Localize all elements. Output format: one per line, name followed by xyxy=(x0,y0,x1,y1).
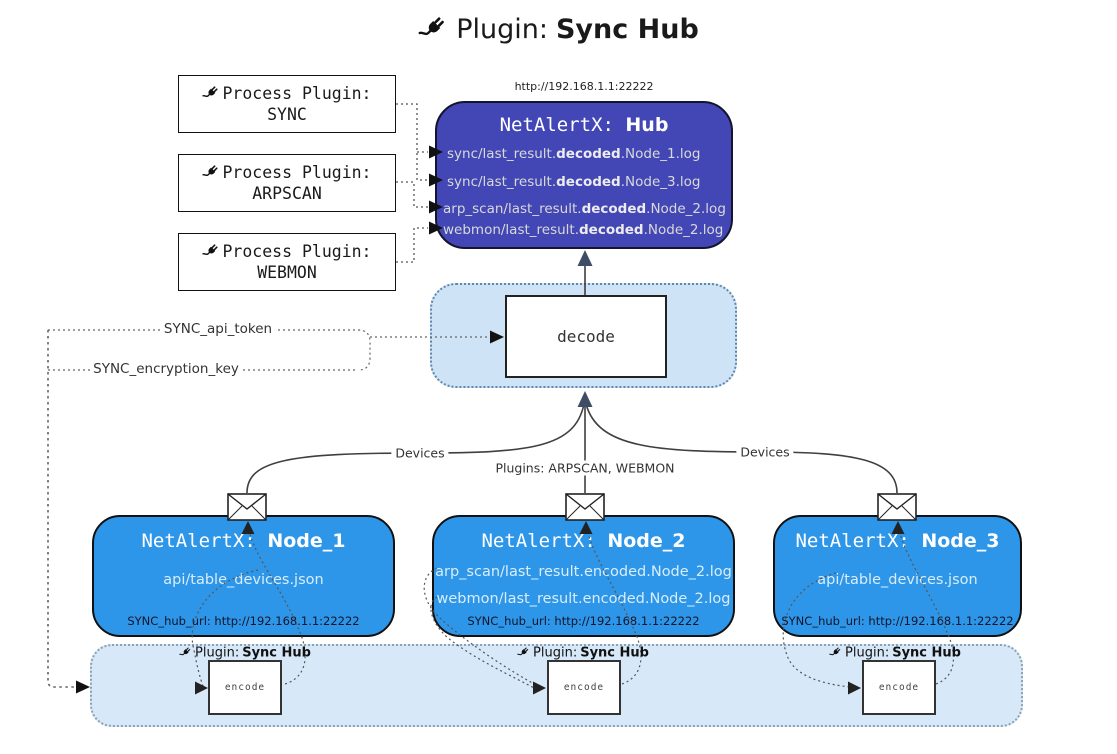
devices-label-left: Devices xyxy=(391,445,449,461)
encode-plugin-label: Plugin: Sync Hub xyxy=(517,646,649,661)
encode-box: encode xyxy=(862,660,936,715)
node-file: arp_scan/last_result.encoded.Node_2.log xyxy=(435,564,732,580)
hub-title-name: Hub xyxy=(625,114,669,136)
node-title: NetAlertX: Node_3 xyxy=(795,530,1000,552)
process-plugin-arpscan: Process Plugin: ARPSCAN xyxy=(178,154,396,212)
node-3-box: NetAlertX: Node_3 api/table_devices.json… xyxy=(773,515,1022,637)
node-file: api/table_devices.json xyxy=(163,572,324,588)
process-plugin-sync: Process Plugin: SYNC xyxy=(178,75,396,133)
plug-icon xyxy=(517,647,530,660)
process-plugin-name: SYNC xyxy=(267,105,307,124)
hub-log-line: arp_scan/last_result.decoded.Node_2.log xyxy=(443,201,726,217)
sync-encryption-key-label: SYNC_encryption_key xyxy=(90,361,242,377)
node-title: NetAlertX: Node_2 xyxy=(481,530,686,552)
encode-plugin-label: Plugin: Sync Hub xyxy=(829,646,961,661)
node-file: api/table_devices.json xyxy=(817,572,978,588)
encode-box: encode xyxy=(547,660,621,715)
hub-title: NetAlertX: Hub xyxy=(437,114,731,136)
node-title: NetAlertX: Node_1 xyxy=(141,530,346,552)
hub-url-label: http://192.168.1.1:22222 xyxy=(514,80,654,93)
envelope-icon xyxy=(565,493,605,521)
title-prefix: Plugin: xyxy=(456,14,548,45)
hub-log-line: sync/last_result.decoded.Node_3.log xyxy=(447,174,701,190)
plug-icon xyxy=(418,15,448,45)
envelope-icon xyxy=(227,493,267,521)
plug-icon xyxy=(179,647,192,660)
page-title: Plugin: Sync Hub xyxy=(0,14,1117,45)
node-hub-url: SYNC_hub_url: http://192.168.1.1:22222 xyxy=(781,614,1014,628)
hub-title-prefix: NetAlertX: xyxy=(499,114,626,136)
hub-log-line: sync/last_result.decoded.Node_1.log xyxy=(447,146,701,162)
plug-icon xyxy=(202,85,220,103)
process-plugin-name: WEBMON xyxy=(257,263,317,282)
process-plugin-name: ARPSCAN xyxy=(252,184,322,203)
plugins-label-mid: Plugins: ARPSCAN, WEBMON xyxy=(491,460,679,476)
process-plugin-webmon: Process Plugin: WEBMON xyxy=(178,233,396,291)
node-file: webmon/last_result.encoded.Node_2.log xyxy=(436,591,731,607)
encode-box: encode xyxy=(208,660,282,715)
sync-api-token-label: SYNC_api_token xyxy=(160,321,276,337)
devices-label-right: Devices xyxy=(736,444,794,460)
node-2-box: NetAlertX: Node_2 arp_scan/last_result.e… xyxy=(432,515,735,637)
decode-box: decode xyxy=(505,295,667,378)
node-1-box: NetAlertX: Node_1 api/table_devices.json… xyxy=(92,515,395,637)
node-hub-url: SYNC_hub_url: http://192.168.1.1:22222 xyxy=(127,614,360,628)
plug-icon xyxy=(202,243,220,261)
node-hub-url: SYNC_hub_url: http://192.168.1.1:22222 xyxy=(467,614,700,628)
title-name: Sync Hub xyxy=(555,14,699,45)
hub-log-line: webmon/last_result.decoded.Node_2.log xyxy=(443,222,724,238)
envelope-icon xyxy=(877,493,917,521)
plug-icon xyxy=(829,647,842,660)
hub-box: NetAlertX: Hub sync/last_result.decoded.… xyxy=(435,101,733,249)
plug-icon xyxy=(202,164,220,182)
encode-plugin-label: Plugin: Sync Hub xyxy=(179,646,311,661)
